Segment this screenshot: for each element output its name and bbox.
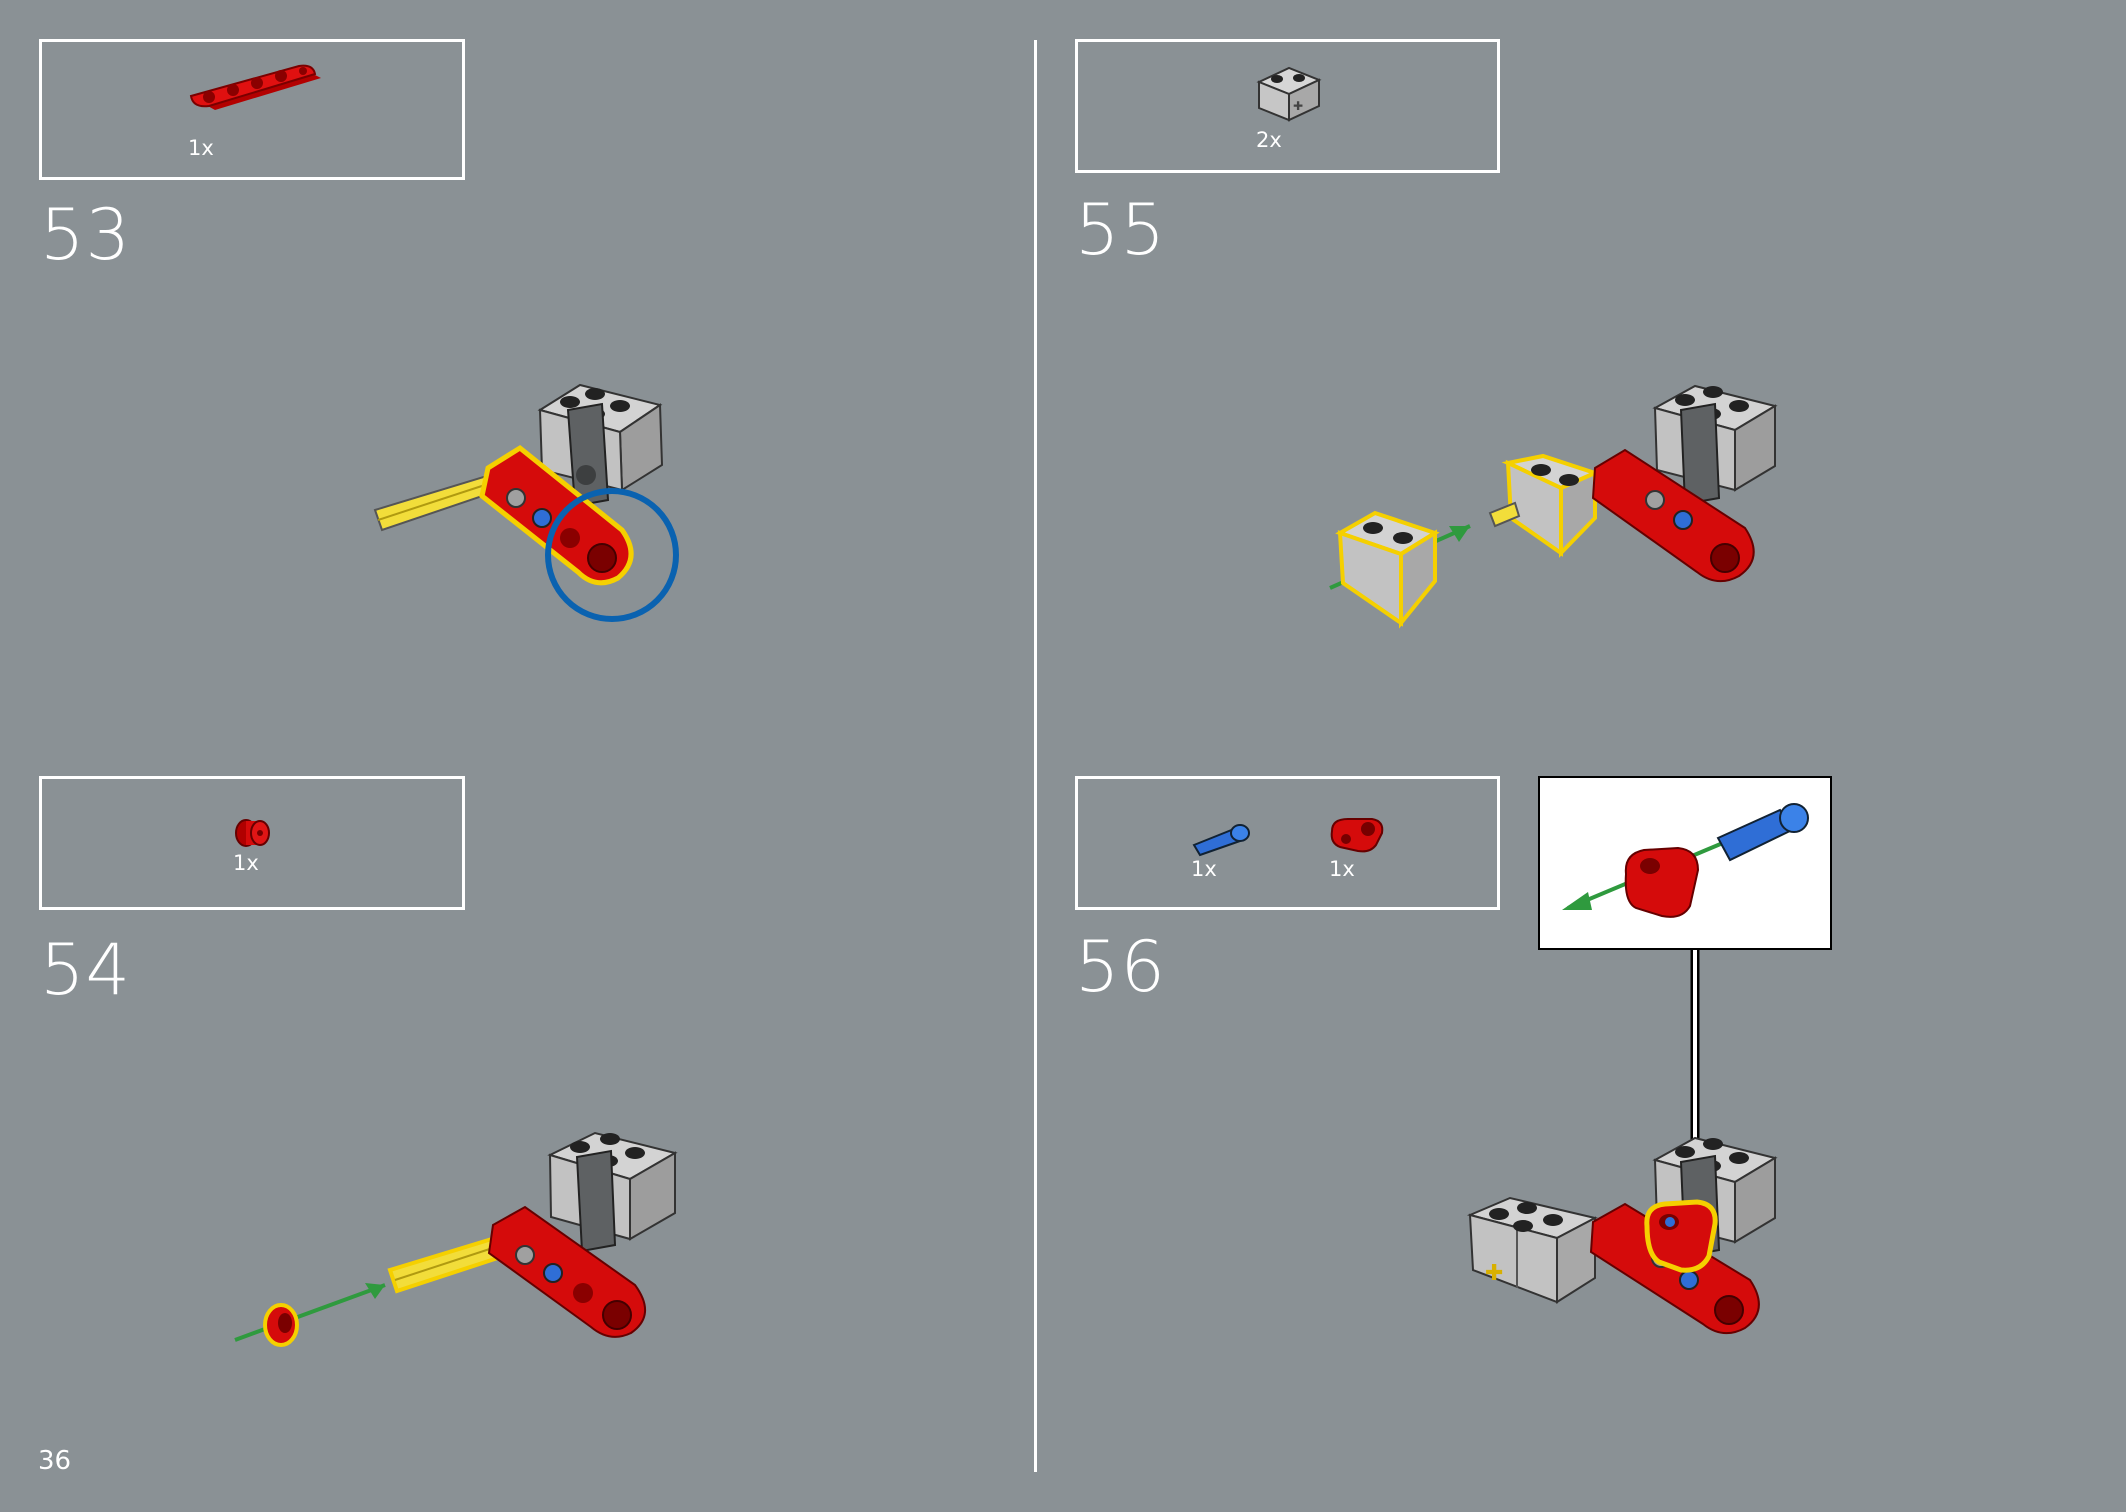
- red-pin-connector-icon: [1330, 818, 1384, 853]
- step-number: 54: [40, 929, 132, 1011]
- assembly-illustration-step-56: ✚: [1466, 1136, 1778, 1335]
- svg-text:✚: ✚: [1293, 99, 1303, 113]
- parts-list-step-56: 1x 1x: [1075, 776, 1500, 910]
- step-number: 55: [1075, 189, 1167, 271]
- parts-list-step-55: ✚ 2x: [1075, 39, 1500, 173]
- blue-axle-pin-icon: [1192, 824, 1250, 857]
- assembly-illustration-step-53: [373, 383, 679, 622]
- step-number: 53: [40, 194, 132, 276]
- assembly-illustration-step-54: [234, 1131, 678, 1347]
- part-quantity: 1x: [188, 136, 214, 160]
- part-quantity: 1x: [1191, 857, 1217, 881]
- grey-technic-brick-icon: ✚: [1256, 66, 1322, 122]
- step-number: 56: [1075, 926, 1167, 1008]
- page-divider: [1034, 40, 1037, 1472]
- sub-assembly-callout: [1538, 776, 1832, 950]
- page-number: 36: [38, 1446, 72, 1476]
- parts-list-step-53: 1x: [39, 39, 465, 180]
- red-bush-icon: [235, 819, 270, 847]
- red-technic-beam-icon: [189, 64, 321, 110]
- sub-assembly-illustration: [1562, 803, 1809, 918]
- part-quantity: 1x: [1329, 857, 1355, 881]
- part-quantity: 2x: [1256, 128, 1282, 152]
- assembly-illustration-step-55: [1329, 384, 1778, 629]
- part-quantity: 1x: [233, 851, 259, 875]
- parts-list-step-54: 1x: [39, 776, 465, 910]
- svg-text:✚: ✚: [1485, 1261, 1503, 1286]
